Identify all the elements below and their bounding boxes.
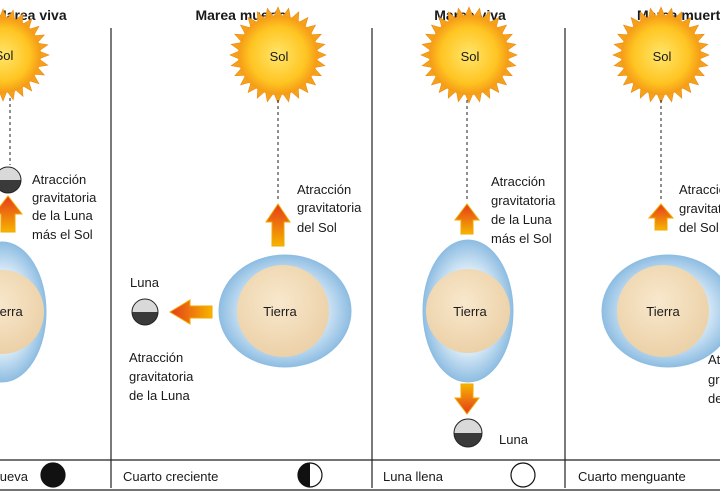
- attraction-text: Atracción gravitatoria de la Luna más el…: [32, 172, 100, 242]
- attraction-arrow-up-icon: [265, 203, 291, 247]
- attraction-arrow-down-icon: [454, 383, 480, 415]
- panel-spring-tide-full-moon: Marea viva Sol Atracción gravitatoria de…: [383, 6, 559, 488]
- earth-label: Tierra: [0, 304, 24, 319]
- full-moon-icon: [510, 462, 536, 488]
- attraction-arrow-up-icon: [647, 203, 675, 231]
- moon-attraction-text: Atracción gravitatoria de la Luna: [708, 352, 720, 406]
- sun-label: Sol: [270, 49, 289, 64]
- moon-label: Luna: [499, 432, 529, 447]
- moon: [0, 166, 22, 194]
- sun-attraction-text: Atracción gravitatoria del Sol: [297, 182, 365, 235]
- sun-attraction-text: Atracción gravitatoria del Sol: [679, 182, 720, 235]
- sun-label: Sol: [0, 48, 14, 63]
- earth-label: Tierra: [453, 304, 487, 319]
- attraction-text: Atracción gravitatoria de la Luna más el…: [491, 174, 559, 246]
- sun: Sol: [420, 6, 518, 104]
- phase-label: Luna llena: [383, 469, 444, 484]
- sun-label: Sol: [461, 49, 480, 64]
- new-moon-icon: [40, 462, 66, 488]
- attraction-arrow-left-icon: [169, 299, 213, 325]
- panel-neap-tide-last-quarter: Marea muerta Sol Atracción gravitatoria …: [578, 6, 720, 484]
- first-quarter-moon-icon: [297, 462, 323, 488]
- earth-with-tidal-bulge: Tierra: [0, 241, 47, 383]
- phase-label: Cuarto creciente: [123, 469, 218, 484]
- sun: Sol: [0, 8, 50, 102]
- panel-neap-tide-first-quarter: Marea muerta Sol Atracción gravitatoria …: [123, 6, 365, 488]
- sun: Sol: [612, 6, 710, 104]
- earth-with-tidal-bulge: Tierra: [422, 239, 514, 383]
- moon-attraction-text: Atracción gravitatoria de la Luna: [129, 350, 197, 403]
- earth-label: Tierra: [646, 304, 680, 319]
- earth-with-tidal-bulge: Tierra: [218, 254, 352, 368]
- sun-label: Sol: [653, 49, 672, 64]
- phase-label: Cuarto menguante: [578, 469, 686, 484]
- moon: [453, 418, 483, 448]
- sun: Sol: [229, 6, 327, 104]
- phase-label: Luna nueva: [0, 469, 29, 484]
- earth-label: Tierra: [263, 304, 297, 319]
- earth-with-tidal-bulge: Tierra: [601, 254, 720, 368]
- moon: [131, 298, 159, 326]
- attraction-arrow-up-icon: [0, 195, 24, 233]
- moon-label: Luna: [130, 275, 160, 290]
- attraction-arrow-up-icon: [454, 203, 480, 235]
- panel-spring-tide-new-moon: Marea viva Sol Atracción gr: [0, 7, 100, 488]
